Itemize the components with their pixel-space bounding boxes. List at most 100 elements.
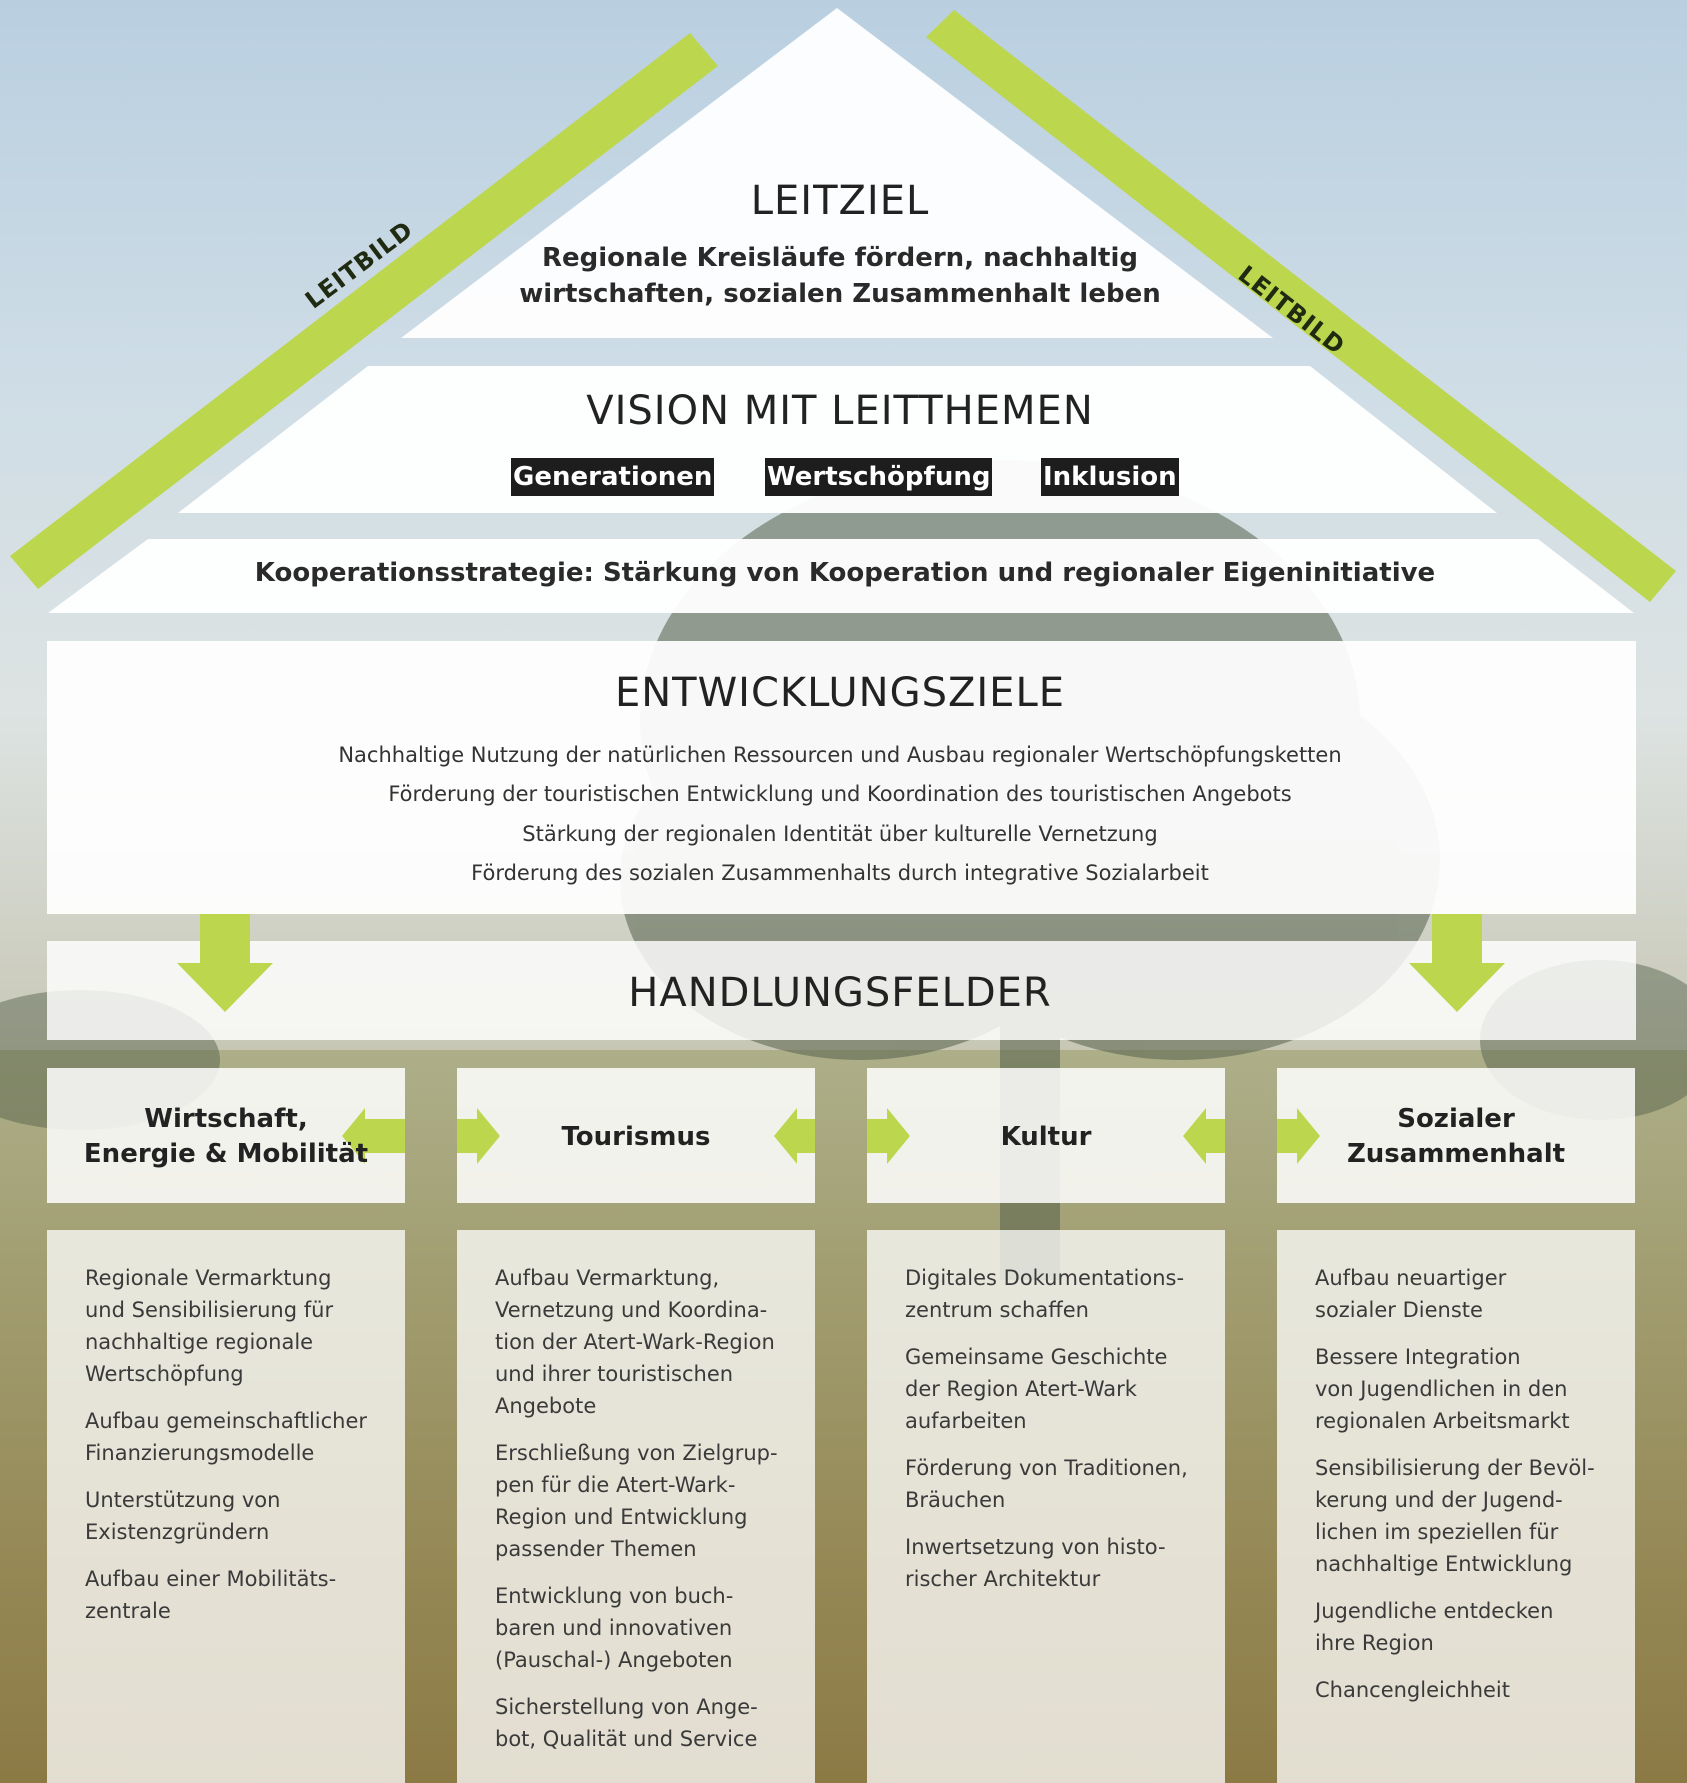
entwicklungsziel-item: Förderung der touristischen Entwicklung …	[388, 782, 1292, 806]
field-title-kultur: Kultur	[867, 1120, 1225, 1155]
field-item-line: bot, Qualität und Service	[495, 1727, 758, 1751]
field-item-line: Digitales Dokumentations-	[905, 1266, 1185, 1290]
field-item-line: Sensibilisierung der Bevöl-	[1315, 1456, 1595, 1480]
field-item-line: pen für die Atert-Wark-	[495, 1473, 736, 1497]
arrow-right-icon	[1277, 1108, 1320, 1164]
field-item-line: Inwertsetzung von histo-	[905, 1535, 1166, 1559]
leitbild-beam-left	[10, 33, 718, 589]
field-title-tourismus: Tourismus	[457, 1120, 815, 1155]
leitziel-line: wirtschaften, sozialen Zusammenhalt lebe…	[519, 279, 1161, 309]
field-item-line: Erschließung von Zielgrup-	[495, 1441, 778, 1465]
field-item-line: nachhaltige regionale	[85, 1330, 314, 1354]
field-item-line: Sicherstellung von Ange-	[495, 1695, 758, 1719]
column-box-wirtschaft	[47, 1230, 405, 1783]
field-item: Aufbau Vermarktung,Vernetzung und Koordi…	[495, 1262, 795, 1422]
theme-tag-generationen: Generationen	[511, 458, 715, 496]
field-title-line: Kultur	[1000, 1122, 1092, 1152]
field-item-line: Entwicklung von buch-	[495, 1584, 734, 1608]
field-box-sozial	[1277, 1068, 1635, 1203]
arrow-left-icon	[774, 1108, 815, 1164]
field-item-line: baren und innovativen	[495, 1616, 733, 1640]
theme-tag-wertschoepfung: Wertschöpfung	[765, 458, 993, 496]
field-item-line: Bräuchen	[905, 1488, 1006, 1512]
field-item: Digitales Dokumentations-zentrum schaffe…	[905, 1262, 1205, 1326]
field-item: Inwertsetzung von histo-rischer Architek…	[905, 1531, 1205, 1595]
column-box-sozial	[1277, 1230, 1635, 1783]
field-list-wirtschaft: Regionale Vermarktung und Sensibilisierun…	[85, 1262, 385, 1642]
field-item-line: passender Themen	[495, 1537, 697, 1561]
field-title-wirtschaft: Wirtschaft, Energie & Mobilität	[47, 1102, 405, 1172]
field-title-line: Wirtschaft,	[144, 1104, 308, 1134]
field-item: Entwicklung von buch-baren und innovativ…	[495, 1580, 795, 1676]
field-item-line: rischer Architektur	[905, 1567, 1101, 1591]
vision-heading: VISION MIT LEITTHEMEN	[586, 388, 1094, 434]
field-item-line: Existenzgründern	[85, 1520, 270, 1544]
kooperation-panel	[48, 539, 1634, 613]
field-item: Regionale Vermarktung und Sensibilisierun…	[85, 1262, 385, 1390]
arrow-left-icon	[342, 1108, 405, 1164]
entwicklungsziel-item: Nachhaltige Nutzung der natürlichen Ress…	[338, 743, 1342, 767]
field-item-line: Wertschöpfung	[85, 1362, 244, 1386]
field-item-line: Förderung von Traditionen,	[905, 1456, 1188, 1480]
field-item-line: Unterstützung von	[85, 1488, 281, 1512]
column-box-kultur	[867, 1230, 1225, 1783]
field-title-line: Sozialer	[1397, 1104, 1515, 1134]
down-arrow-right	[1409, 914, 1505, 1012]
field-item-line: und Sensibilisierung für	[85, 1298, 334, 1322]
field-box-tourismus	[457, 1068, 815, 1203]
field-item-line: aufarbeiten	[905, 1409, 1027, 1433]
leitbild-beam-right	[926, 10, 1676, 602]
field-item-line: ihre Region	[1315, 1631, 1434, 1655]
leitziel-heading: LEITZIEL	[750, 178, 930, 224]
field-item: Chancengleichheit	[1315, 1674, 1615, 1706]
field-item-line: Jugendliche entdecken	[1315, 1599, 1554, 1623]
kooperation-text: Kooperationsstrategie: Stärkung von Koop…	[254, 558, 1436, 588]
handlungsfelder-heading: HANDLUNGSFELDER	[628, 970, 1052, 1016]
field-item-line: kerung und der Jugend-	[1315, 1488, 1563, 1512]
field-item-line: und ihrer touristischen	[495, 1362, 734, 1386]
field-item-line: Gemeinsame Geschichte	[905, 1345, 1168, 1369]
handlungsfelder-panel	[47, 941, 1636, 1040]
field-item: Sicherstellung von Ange-bot, Qualität un…	[495, 1691, 795, 1755]
field-item: Erschließung von Zielgrup-pen für die At…	[495, 1437, 795, 1565]
field-item: Aufbau neuartiger sozialer Dienste	[1315, 1262, 1615, 1326]
leitziel-line: Regionale Kreisläufe fördern, nachhaltig	[541, 243, 1139, 273]
arrow-right-icon	[457, 1108, 500, 1164]
field-title-line: Zusammenhalt	[1346, 1139, 1566, 1169]
field-item-line: Aufbau neuartiger	[1315, 1266, 1507, 1290]
field-item-line: der Region Atert-Wark	[905, 1377, 1137, 1401]
field-item-line: Finanzierungsmodelle	[85, 1441, 315, 1465]
field-item-line: (Pauschal-) Angeboten	[495, 1648, 733, 1672]
field-item-line: nachhaltige Entwicklung	[1315, 1552, 1573, 1576]
field-item-line: sozialer Dienste	[1315, 1298, 1483, 1322]
arrow-left-icon	[1183, 1108, 1225, 1164]
entwicklungsziele-heading: ENTWICKLUNGSZIELE	[614, 670, 1066, 716]
field-item-line: lichen im speziellen für	[1315, 1520, 1559, 1544]
field-title-sozial: Sozialer Zusammenhalt	[1277, 1102, 1635, 1172]
field-item: Gemeinsame Geschichte der Region Atert-Wa…	[905, 1341, 1205, 1437]
field-item-line: Aufbau gemeinschaftlicher	[85, 1409, 368, 1433]
field-item-line: Chancengleichheit	[1315, 1678, 1510, 1702]
field-item-line: Regionale Vermarktung	[85, 1266, 332, 1290]
arrow-right-icon	[867, 1108, 910, 1164]
field-item-line: tion der Atert-Wark-Region	[495, 1330, 775, 1354]
field-item-line: Region und Entwicklung	[495, 1505, 748, 1529]
column-box-tourismus	[457, 1230, 815, 1783]
entwicklungsziel-item: Förderung des sozialen Zusammenhalts dur…	[471, 861, 1209, 885]
field-item-line: Vernetzung und Koordina-	[495, 1298, 768, 1322]
down-arrow-left	[177, 914, 273, 1012]
field-title-line: Tourismus	[561, 1122, 711, 1152]
entwicklungsziele-panel	[47, 641, 1636, 914]
field-item-line: regionalen Arbeitsmarkt	[1315, 1409, 1570, 1433]
field-title-line: Energie & Mobilität	[83, 1139, 369, 1169]
theme-tag-inklusion: Inklusion	[1041, 458, 1179, 496]
field-item: Aufbau einer Mobilitäts-zentrale	[85, 1563, 385, 1627]
field-item: Jugendliche entdecken ihre Region	[1315, 1595, 1615, 1659]
field-item-line: Bessere Integration	[1315, 1345, 1521, 1369]
field-list-kultur: Digitales Dokumentations-zentrum schaffe…	[905, 1262, 1205, 1610]
field-item-line: Aufbau einer Mobilitäts-	[85, 1567, 337, 1591]
